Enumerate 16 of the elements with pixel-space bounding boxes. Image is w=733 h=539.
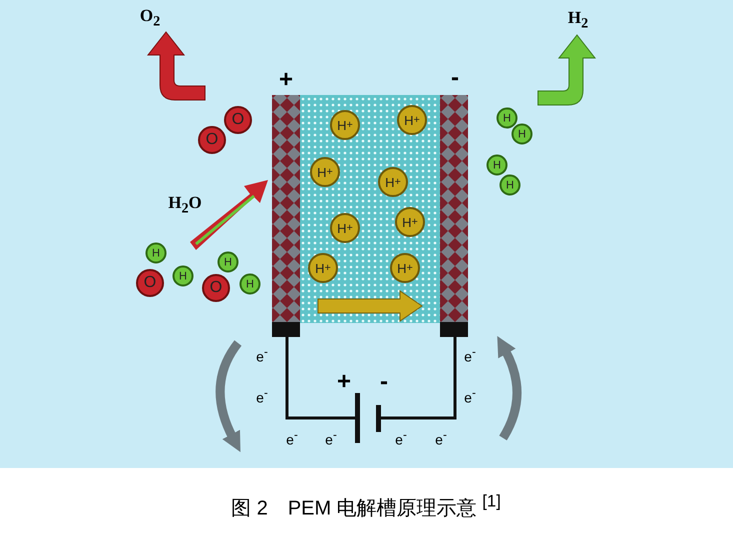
- electron-label: e$^{-}$: [325, 430, 337, 446]
- battery-polarity-label: -: [380, 370, 388, 394]
- electron-label: e$^{-}$: [286, 430, 298, 446]
- battery-polarity-label: +: [337, 370, 351, 394]
- electrode-polarity-label: +: [279, 68, 293, 92]
- formula-label: H$_{2}$: [568, 9, 588, 31]
- electron-label: e$^{-}$: [435, 430, 447, 446]
- formula-label: H$_{2}$O: [168, 194, 202, 216]
- electron-label: e$^{-}$: [464, 388, 476, 404]
- electron-label: e$^{-}$: [464, 346, 476, 364]
- figure-caption: 图 2 PEM 电解槽原理示意 $^{[1]}$: [231, 494, 501, 518]
- electron-label: e$^{-}$: [256, 388, 268, 404]
- formula-label: O$_{2}$: [140, 7, 160, 29]
- electrode-polarity-label: -: [451, 66, 459, 90]
- electron-label: e$^{-}$: [256, 346, 268, 364]
- electron-label: e$^{-}$: [395, 430, 407, 446]
